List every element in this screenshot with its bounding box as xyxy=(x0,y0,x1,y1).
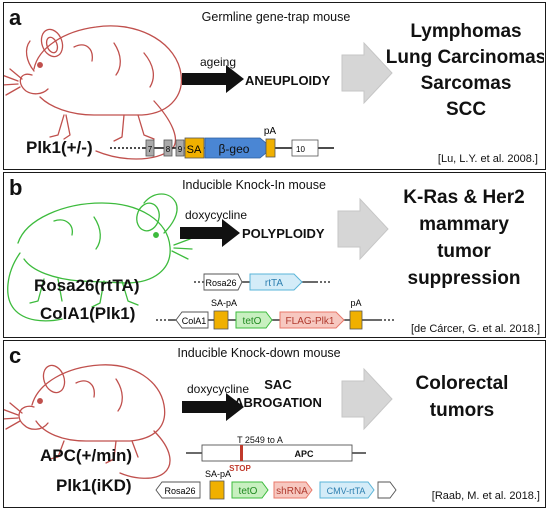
outcome-line-3: tumor xyxy=(437,241,491,262)
panel-a-citation: [Lu, L.Y. et al. 2008.] xyxy=(438,153,538,165)
outcome-line-2: tumors xyxy=(430,400,494,421)
svg-text:APC: APC xyxy=(294,449,314,459)
outcome-line-4: SCC xyxy=(446,99,486,120)
svg-text:7: 7 xyxy=(148,145,153,154)
svg-text:tetO: tetO xyxy=(239,486,258,497)
panel-b: b Inducible Knock-In mouse doxycycline P… xyxy=(3,172,546,338)
outcome-arrow-b xyxy=(337,197,389,261)
rtta-gene xyxy=(249,273,303,291)
outcome-line-4: suppression xyxy=(408,268,521,289)
gene-trap-construct: 7 8 9 SA β-geo pA 10 xyxy=(110,126,334,159)
svg-text:SA-pA: SA-pA xyxy=(205,469,231,479)
outcome-line-2: Lung Carcinomas xyxy=(386,47,544,68)
panel-c: c Inducible Knock-down mouse doxycycline… xyxy=(1,340,546,508)
sa-box-a xyxy=(184,137,205,159)
panel-a-canvas: a Germline gene-trap mouse ageing ANEUPL… xyxy=(1,5,546,165)
cola1-locus xyxy=(175,311,209,329)
mouse-illustration-red xyxy=(1,25,182,160)
sa-pa-box-c xyxy=(209,480,225,500)
rosa26-shrna-construct: Rosa26 SA-pA tetO shRNA CMV-rtTA xyxy=(155,469,397,500)
panel-letter-a: a xyxy=(9,5,22,30)
apc-construct: T 2549 to A APC STOP xyxy=(186,435,366,473)
outcome-line-3: Sarcomas xyxy=(421,73,512,94)
panel-a-title: Germline gene-trap mouse xyxy=(202,10,351,24)
panel-letter-b: b xyxy=(9,175,22,200)
apc-gene xyxy=(201,444,353,462)
exon-10 xyxy=(291,139,319,157)
rosa26-promoter-c xyxy=(155,481,201,499)
phenotype-line-2: ABROGATION xyxy=(234,395,322,410)
svg-text:Rosa26: Rosa26 xyxy=(205,278,236,288)
svg-text:SA: SA xyxy=(187,144,202,156)
panel-b-canvas: b Inducible Knock-In mouse doxycycline P… xyxy=(7,175,540,335)
outcome-line-2: mammary xyxy=(419,214,509,235)
svg-text:CMV-rtTA: CMV-rtTA xyxy=(327,486,366,496)
panel-a: a Germline gene-trap mouse ageing ANEUPL… xyxy=(1,2,546,170)
sa-pa-box-b xyxy=(213,310,229,330)
svg-text:Rosa26: Rosa26 xyxy=(164,486,195,496)
flag-plk1-gene xyxy=(279,311,345,329)
process-arrow-a xyxy=(182,65,244,93)
exon-7 xyxy=(145,139,155,157)
rosa26-promoter-b xyxy=(203,273,243,291)
process-arrow-b xyxy=(180,219,240,247)
construct-end-cap xyxy=(377,481,397,499)
panel-c-genotype-1: APC(+/min) xyxy=(40,446,132,465)
teto-element-b xyxy=(235,311,273,329)
process-arrow-c xyxy=(182,393,244,421)
outcome-line-1: Colorectal xyxy=(416,373,509,394)
svg-text:tetO: tetO xyxy=(243,316,262,327)
panel-b-arrow-label: doxycycline xyxy=(185,208,247,222)
stop-mutation-marker xyxy=(240,445,243,461)
svg-text:pA: pA xyxy=(264,126,277,137)
svg-text:rtTA: rtTA xyxy=(265,278,283,289)
panel-c-citation: [Raab, M. et al. 2018.] xyxy=(432,490,540,502)
svg-text:β-geo: β-geo xyxy=(219,142,250,156)
panel-letter-c: c xyxy=(9,343,21,368)
panel-b-title: Inducible Knock-In mouse xyxy=(182,178,326,192)
outcome-arrow-c xyxy=(341,367,393,431)
svg-text:9: 9 xyxy=(178,145,183,154)
exon-9 xyxy=(175,139,185,157)
cmv-rtta-element xyxy=(319,481,375,499)
panel-a-genotype: Plk1(+/-) xyxy=(26,138,93,157)
svg-text:SA-pA: SA-pA xyxy=(211,298,237,308)
mouse-illustration-green xyxy=(7,193,193,322)
svg-text:8: 8 xyxy=(166,145,171,154)
panel-c-genotype-2: Plk1(iKD) xyxy=(56,476,132,495)
phenotype-line-1: SAC xyxy=(264,377,292,392)
pa-box-b xyxy=(349,310,363,330)
panel-b-genotype-2: ColA1(Plk1) xyxy=(40,304,135,323)
cola1-plk1-construct: ColA1 SA-pA tetO FLAG-Plk1 pA xyxy=(156,298,394,330)
svg-text:ColA1: ColA1 xyxy=(182,316,207,326)
outcome-line-1: Lymphomas xyxy=(410,21,521,42)
svg-text:T 2549 to A: T 2549 to A xyxy=(237,435,283,445)
rosa26-rttta-construct: Rosa26 rtTA xyxy=(194,273,330,291)
panel-a-arrow-label: ageing xyxy=(200,55,236,69)
teto-element-c xyxy=(231,481,269,499)
svg-text:shRNA: shRNA xyxy=(276,486,308,497)
svg-text:10: 10 xyxy=(296,145,305,154)
panel-b-phenotype: POLYPLOIDY xyxy=(242,226,325,241)
shrna-element xyxy=(273,481,313,499)
exon-8 xyxy=(163,139,173,157)
panel-c-title: Inducible Knock-down mouse xyxy=(177,346,340,360)
svg-text:STOP: STOP xyxy=(229,464,251,473)
panel-b-genotype-1: Rosa26(rtTA) xyxy=(34,276,139,295)
panel-c-canvas: c Inducible Knock-down mouse doxycycline… xyxy=(1,343,540,502)
panel-b-citation: [de Cárcer, G. et al. 2018.] xyxy=(411,323,540,335)
outcome-line-1: K-Ras & Her2 xyxy=(403,187,524,208)
svg-text:FLAG-Plk1: FLAG-Plk1 xyxy=(286,316,335,327)
panel-c-arrow-label: doxycycline xyxy=(187,382,249,396)
panel-a-phenotype: ANEUPLOIDY xyxy=(245,73,331,88)
mouse-illustration-red-2 xyxy=(1,364,171,479)
svg-text:pA: pA xyxy=(350,298,361,308)
pa-box-a xyxy=(265,138,276,158)
outcome-arrow-a xyxy=(341,41,393,105)
